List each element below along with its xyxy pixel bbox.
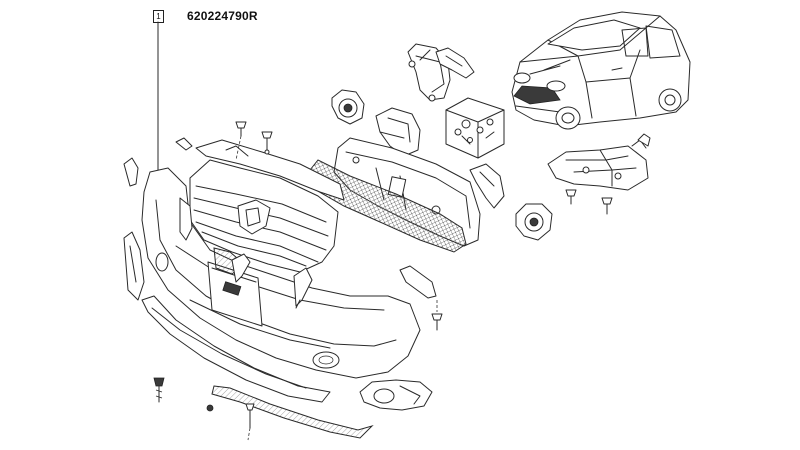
bumper-side-bracket-left [179, 197, 193, 241]
bumper-center-bracket [231, 253, 251, 283]
side-marker-screw [431, 300, 443, 331]
grille-side-bracket [469, 163, 505, 209]
grille-fixing-screw [235, 121, 247, 161]
front-bumper-cover [141, 167, 421, 379]
reference-car-illustration [511, 11, 691, 130]
fog-light-housing-right [515, 203, 553, 241]
spoiler-fixing-clip [206, 404, 214, 412]
bracket-screw-1 [565, 189, 577, 205]
part-number-label: 620224790R [187, 9, 258, 23]
grille-clip-upper-left [175, 137, 193, 151]
upper-radiator-grille [189, 159, 339, 273]
bracket-screw-2 [601, 197, 613, 215]
side-bracket-clip [637, 133, 651, 147]
grille-badge-plate [195, 139, 345, 201]
grille-mount-bracket [375, 107, 421, 157]
fog-light-bezel-right [359, 379, 433, 411]
side-trim-left-upper [123, 157, 139, 187]
bumper-side-bracket-right [293, 267, 313, 309]
grille-fixing-clip [261, 131, 273, 155]
fog-light-housing-left [331, 89, 365, 125]
lower-spoiler-skid-plate [211, 385, 374, 439]
fastener-kit-box [445, 97, 505, 159]
lower-mesh-grille [309, 159, 467, 253]
side-marker-strip [399, 265, 437, 299]
upper-bracket-right [435, 47, 475, 79]
side-mount-bracket [547, 139, 649, 191]
side-trim-left-lower [123, 231, 145, 301]
bumper-lower-screw [153, 377, 165, 403]
lower-spoiler [141, 295, 331, 403]
skid-plate-bolt [245, 403, 255, 441]
